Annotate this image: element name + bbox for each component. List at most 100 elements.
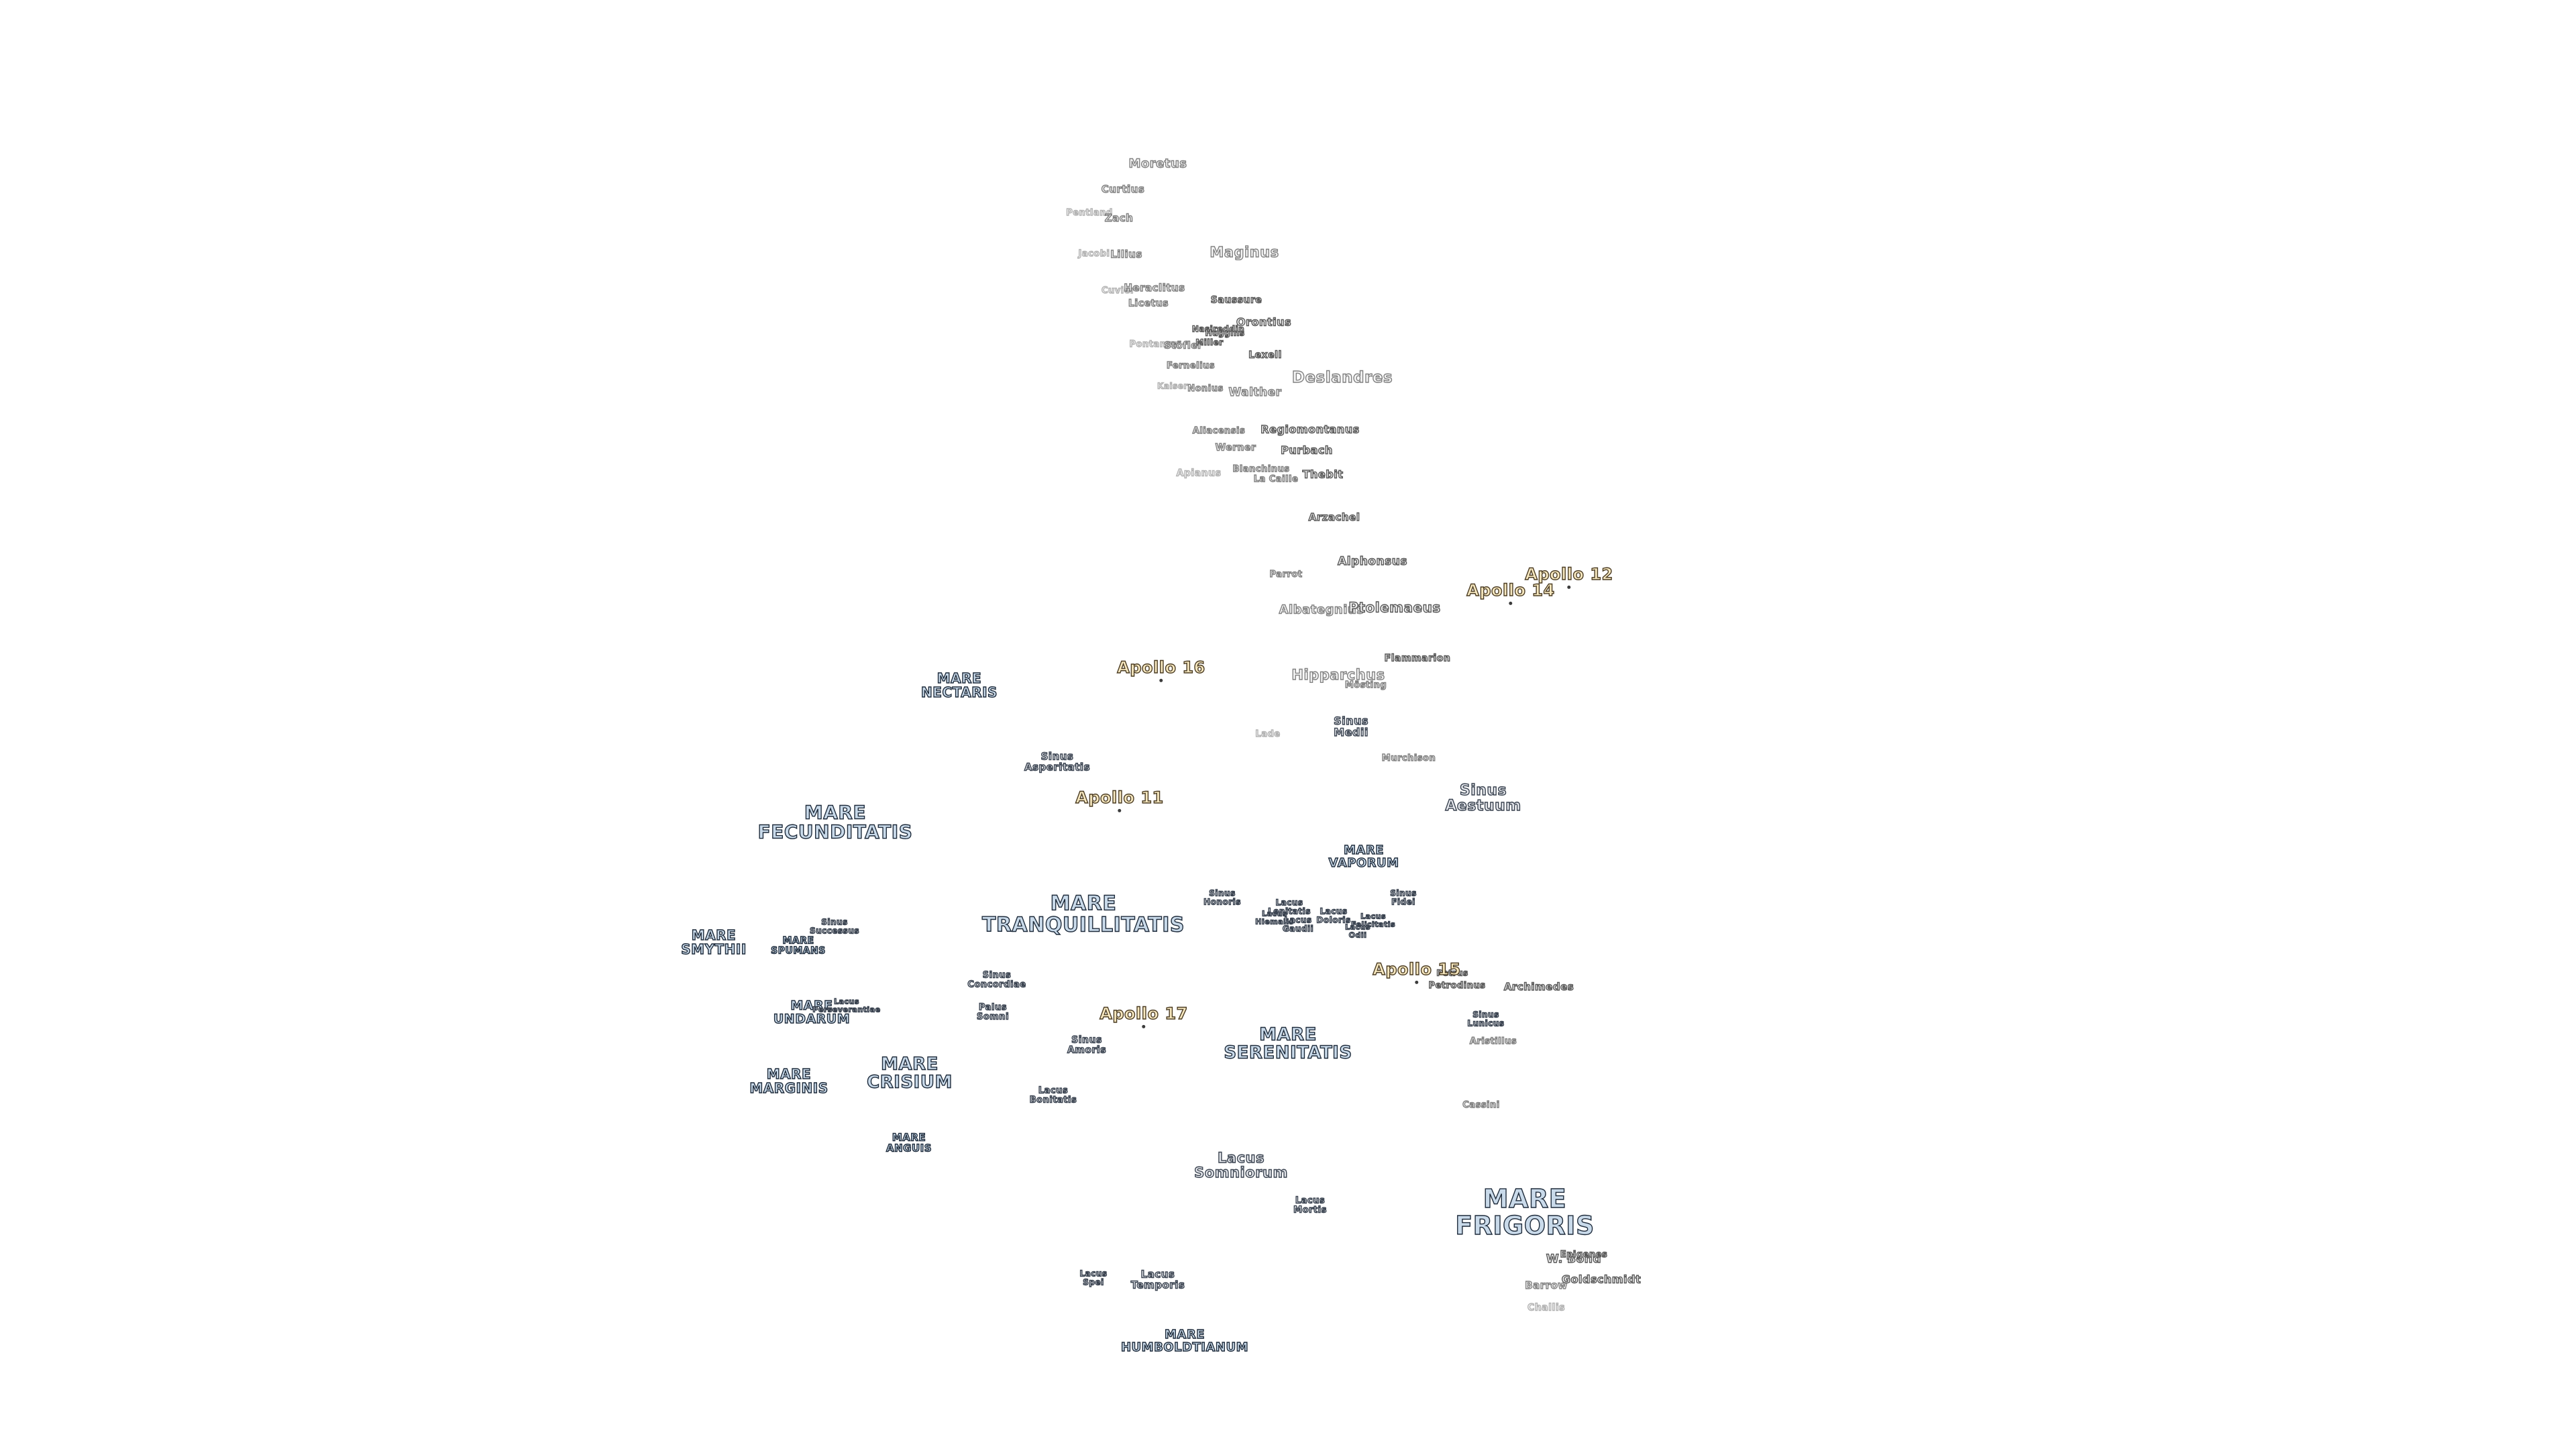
landing-site-marker-icon (1567, 586, 1571, 590)
label-line-1: Lacus (1295, 1195, 1326, 1206)
label-line-2: Lenitatis (1267, 906, 1311, 916)
label-line-2: SERENITATIS (1224, 1043, 1352, 1063)
crater-label: Lexell (1248, 350, 1282, 361)
crater-label: Petrus (1436, 968, 1468, 978)
label-line-2: NECTARIS (920, 684, 998, 700)
apollo-site-label: Apollo 15 (1373, 959, 1461, 985)
crater-label: Aliacensis (1192, 426, 1246, 437)
crater-label: Jacobi (1078, 249, 1110, 260)
label-line-1: Lacus (1079, 1269, 1108, 1279)
crater-label: Parrot (1269, 570, 1303, 580)
label-line-1: Lacus (1038, 1085, 1069, 1096)
label-line-1: Sinus (821, 917, 848, 927)
label-line-2: Aestuum (1445, 798, 1521, 814)
crater-label: Purbach (1280, 443, 1333, 457)
crater-label: Heraclitus (1124, 282, 1185, 294)
crater-label: Nasireddin (1191, 324, 1245, 334)
apollo-site-name: Apollo 16 (1117, 657, 1205, 677)
label-line-2: Perseverantiae (812, 1005, 881, 1014)
label-line-1: Lacus (1275, 898, 1303, 908)
apollo-site-label: Apollo 11 (1075, 788, 1164, 813)
label-line-1: Sinus (1390, 888, 1417, 898)
label-line-1: MARE (782, 935, 814, 947)
crater-label: Stöfler (1164, 340, 1203, 352)
label-line-2: Temporis (1130, 1279, 1185, 1291)
crater-label: Mösting (1344, 680, 1387, 691)
label-line-2: MARGINIS (749, 1080, 828, 1096)
label-line-1: MARE (1483, 1184, 1567, 1214)
crater-label: Werner (1215, 442, 1256, 453)
label-line-1: MARE (892, 1131, 926, 1144)
crater-label: Miller (1195, 337, 1224, 347)
label-line-2: HUMBOLDTIANUM (1120, 1340, 1249, 1354)
crater-label: Fernelius (1166, 361, 1216, 372)
label-line-1: Lacus (833, 997, 859, 1006)
label-line-2: Spei (1083, 1277, 1104, 1287)
crater-label: Cuvier (1101, 286, 1135, 297)
label-line-1: Sinus (1459, 782, 1507, 799)
label-line-1: Sinus (1472, 1010, 1499, 1020)
label-line-2: Bonitatis (1029, 1095, 1077, 1105)
crater-label: Walther (1228, 386, 1282, 400)
crater-label: Hipparchus (1291, 666, 1385, 683)
crater-label: Petrodinus (1428, 981, 1486, 991)
label-line-2: Felicitatis (1350, 920, 1396, 928)
label-line-2: SPUMANS (770, 945, 826, 956)
crater-label: Epigenes (1560, 1250, 1608, 1260)
apollo-site-name: Apollo 15 (1373, 959, 1461, 979)
label-line-1: MARE (1258, 1024, 1317, 1045)
landing-site-marker-icon (1415, 981, 1419, 985)
crater-label: Huggins (1205, 328, 1245, 338)
label-line-2: FECUNDITATIS (757, 821, 913, 843)
landing-site-marker-icon (1509, 602, 1513, 606)
label-line-1: Lacus (1360, 912, 1386, 921)
crater-label: Cassini (1462, 1100, 1500, 1111)
label-line-2: Honoris (1203, 897, 1241, 906)
label-line-2: UNDARUM (773, 1012, 851, 1026)
label-line-2: Doloris (1316, 915, 1351, 924)
crater-label: Lade (1255, 729, 1281, 740)
label-line-2: CRISIUM (866, 1073, 953, 1093)
label-line-1: MARE (1050, 892, 1117, 916)
landing-site-marker-icon (1118, 809, 1122, 813)
label-line-1: MARE (1164, 1328, 1205, 1342)
crater-label: Licetus (1128, 298, 1169, 309)
crater-label: Flammarion (1384, 653, 1451, 664)
apollo-site-label: Apollo 14 (1466, 580, 1555, 606)
label-line-2: FRIGORIS (1454, 1211, 1595, 1240)
label-line-1: Sinus (1071, 1034, 1102, 1046)
label-line-1: MARE (936, 670, 982, 686)
crater-label: Orontius (1236, 315, 1291, 329)
crater-label: W. Bond (1546, 1252, 1602, 1267)
label-line-1: Sinus (1209, 888, 1236, 898)
label-line-2: Somniorum (1193, 1165, 1288, 1181)
crater-label: La Caille (1253, 474, 1299, 485)
apollo-site-name: Apollo 11 (1075, 788, 1164, 807)
label-line-2: TRANQUILLITATIS (981, 913, 1185, 936)
crater-label: Arzachel (1308, 511, 1360, 524)
landing-site-marker-icon (1142, 1025, 1146, 1029)
crater-label: Lilius (1110, 248, 1142, 261)
apollo-site-name: Apollo 14 (1466, 580, 1555, 600)
